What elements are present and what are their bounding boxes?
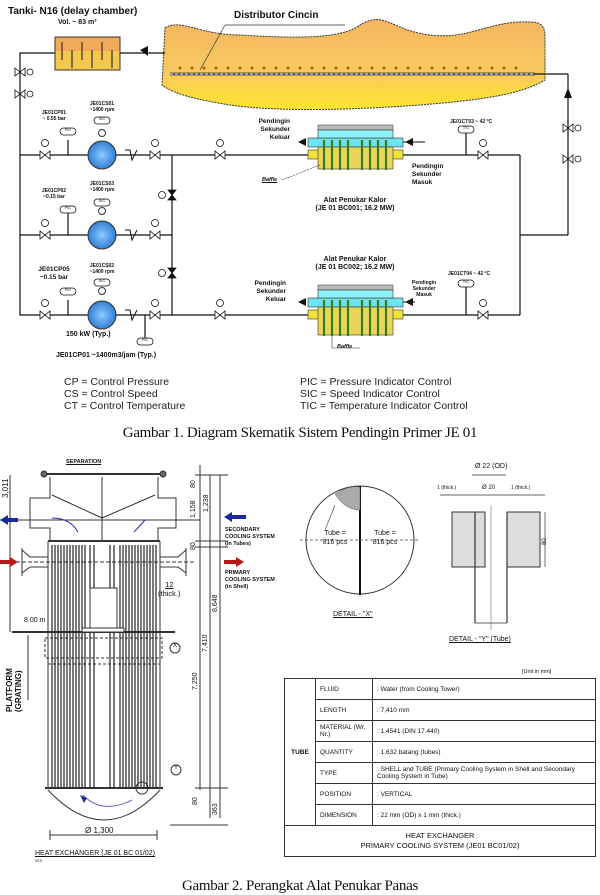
dim-363: 363 bbox=[212, 803, 219, 815]
footer-line-2: PRIMARY COOLING SYSTEM (JE01 BC01/02) bbox=[360, 841, 520, 850]
reactor-pool bbox=[161, 19, 546, 111]
detail-y-height: 80 bbox=[542, 538, 548, 545]
row-key: FLUID bbox=[315, 678, 373, 700]
row-key: MATERIAL (Wr. Nr.) bbox=[315, 720, 373, 742]
pic-2: PIC bbox=[64, 205, 72, 210]
hx-nts: NTS bbox=[35, 859, 42, 863]
detail-x-right-count: Tube =816 pcs bbox=[372, 530, 398, 546]
separation-label: SEPARATION bbox=[66, 459, 102, 465]
elevation-label: 8.00 m bbox=[24, 617, 46, 624]
figure-1-caption: Gambar 1. Diagram Skematik Sistem Pendin… bbox=[122, 425, 478, 441]
detail-y-thick-left: 1 (thick.) bbox=[437, 485, 457, 491]
detail-x-marker: X bbox=[172, 643, 177, 649]
platform-label: PLATFORM(GRATING) bbox=[5, 668, 23, 712]
hx-drawing-title: HEAT EXCHANGER (JE 01 BC 01/02) bbox=[35, 850, 155, 857]
distributor-label: Distributor Cincin bbox=[234, 10, 319, 21]
heat-exchanger-2 bbox=[298, 284, 415, 349]
row-value: : 1.4541 (DIN 17.440) bbox=[372, 720, 596, 742]
table-row: TUBE FLUID : Water (from Cooling Tower) bbox=[284, 678, 596, 826]
row-value: : VERTICAL bbox=[372, 783, 596, 805]
cs01-label: JE01CS01~1400 rpm bbox=[89, 101, 115, 113]
unit-note: [Unit in mm] bbox=[522, 669, 552, 675]
sic-1: SIC bbox=[98, 116, 106, 121]
pic-bottom: PIC bbox=[141, 337, 149, 342]
shell-thickness: 12(thick.) bbox=[158, 580, 181, 598]
table-row: DIMENSION: 22 mm (OD) x 1 mm (thick.) bbox=[285, 804, 596, 826]
table-row: LENGTH: 7,410 mm bbox=[285, 699, 596, 721]
cs02-label: JE01CS02~1400 rpm bbox=[89, 263, 115, 275]
pump-power: 150 kW (Typ.) bbox=[66, 331, 111, 338]
hx2-tic: TIC bbox=[462, 279, 470, 284]
dim-diameter: Ø 1,300 bbox=[85, 826, 114, 835]
spec-table: TUBE FLUID : Water (from Cooling Tower) … bbox=[284, 678, 596, 857]
hx1-baffle: Baffle bbox=[262, 177, 278, 183]
row-value: : SHELL and TUBE (Primary Cooling System… bbox=[372, 762, 596, 784]
figure-2-caption: Gambar 2. Perangkat Alat Penukar Panas bbox=[181, 878, 419, 894]
table-row: POSITION: VERTICAL bbox=[285, 783, 596, 805]
pump-2 bbox=[87, 220, 117, 250]
pump-1 bbox=[87, 140, 117, 170]
detail-x-title: DETAIL - "X" bbox=[333, 611, 373, 618]
table-row: MATERIAL (Wr. Nr.): 1.4541 (DIN 17.440) bbox=[285, 720, 596, 742]
row-value: : Water (from Cooling Tower) bbox=[372, 678, 596, 700]
row-key: TYPE bbox=[315, 762, 373, 784]
row-key: LENGTH bbox=[315, 699, 373, 721]
hx1-tic-id: JE01CT03 ~ 42 °C bbox=[450, 119, 493, 125]
detail-y-id: Ø 20 bbox=[482, 485, 496, 491]
detail-y-od: Ø 22 (OD) bbox=[475, 463, 508, 470]
detail-y-title: DETAIL - "Y" (Tube) bbox=[449, 636, 511, 643]
detail-y-thick-right: 1 (thick.) bbox=[511, 485, 531, 491]
row-key: DIMENSION bbox=[315, 804, 373, 826]
table-footer: HEAT EXCHANGER PRIMARY COOLING SYSTEM (J… bbox=[284, 825, 596, 857]
pic-1: PIC bbox=[64, 127, 72, 132]
pump-3 bbox=[87, 300, 117, 330]
footer-line-1: HEAT EXCHANGER bbox=[405, 831, 475, 840]
cp02-label: JE01CP02~0.15 bar bbox=[41, 188, 67, 200]
tank-volume: Vol. ~ 83 m³ bbox=[58, 19, 97, 26]
cs03-label: JE01CS03~1400 rpm bbox=[89, 181, 115, 193]
heat-exchanger-1 bbox=[298, 124, 425, 170]
pump-flow: JE01CP01 ~1400m3/jam (Typ.) bbox=[56, 352, 157, 359]
dim-80-bottom: 80 bbox=[192, 797, 199, 805]
hx2-baffle: Baffle bbox=[337, 344, 353, 350]
schematic-lines bbox=[14, 19, 582, 349]
row-key: POSITION bbox=[315, 783, 373, 805]
tank-title: Tanki- N16 (delay chamber) bbox=[8, 6, 138, 17]
dim-80-top: 80 bbox=[190, 480, 197, 488]
row-value: : 7,410 mm bbox=[372, 699, 596, 721]
cp05-label: JE01CP05~0.15 bar bbox=[38, 266, 70, 281]
valves bbox=[14, 67, 582, 320]
tube-group-cell: TUBE bbox=[284, 678, 316, 826]
cp01-label: JE01CP01~ 0.55 bar bbox=[41, 110, 67, 122]
dim-3011: 3,011 bbox=[1, 478, 10, 498]
row-value: : 22 mm (OD) x 1 mm (thick.) bbox=[372, 804, 596, 826]
hx1-tic: TIC bbox=[462, 125, 470, 130]
dim-1238: 1,238 bbox=[203, 494, 210, 512]
detail-y-marker: Y bbox=[173, 765, 178, 771]
row-key: QUANTITY bbox=[315, 741, 373, 763]
hx1-name: Alat Penukar Kalor(JE 01 BC001; 16.2 MW) bbox=[315, 197, 395, 212]
table-row: TYPE: SHELL and TUBE (Primary Cooling Sy… bbox=[285, 762, 596, 784]
sic-2: SIC bbox=[98, 198, 106, 203]
pic-3: PIC bbox=[64, 287, 72, 292]
dim-80-mid: 80 bbox=[190, 542, 197, 550]
hx2-tic-id: JE01CT04 ~ 42 °C bbox=[448, 271, 491, 277]
dim-7250: 7,250 bbox=[192, 672, 199, 690]
dim-1158: 1,158 bbox=[190, 500, 197, 518]
row-value: : 1,632 batang (tubes) bbox=[372, 741, 596, 763]
table-row: QUANTITY: 1,632 batang (tubes) bbox=[285, 741, 596, 763]
dim-8648: 8,648 bbox=[212, 594, 219, 612]
detail-x-left-count: Tube =816 pcs bbox=[322, 530, 348, 546]
hx2-name: Alat Penukar Kalor(JE 01 BC002; 16.2 MW) bbox=[315, 256, 395, 271]
sic-3: SIC bbox=[98, 278, 106, 283]
dim-7410: 7,410 bbox=[202, 634, 209, 652]
